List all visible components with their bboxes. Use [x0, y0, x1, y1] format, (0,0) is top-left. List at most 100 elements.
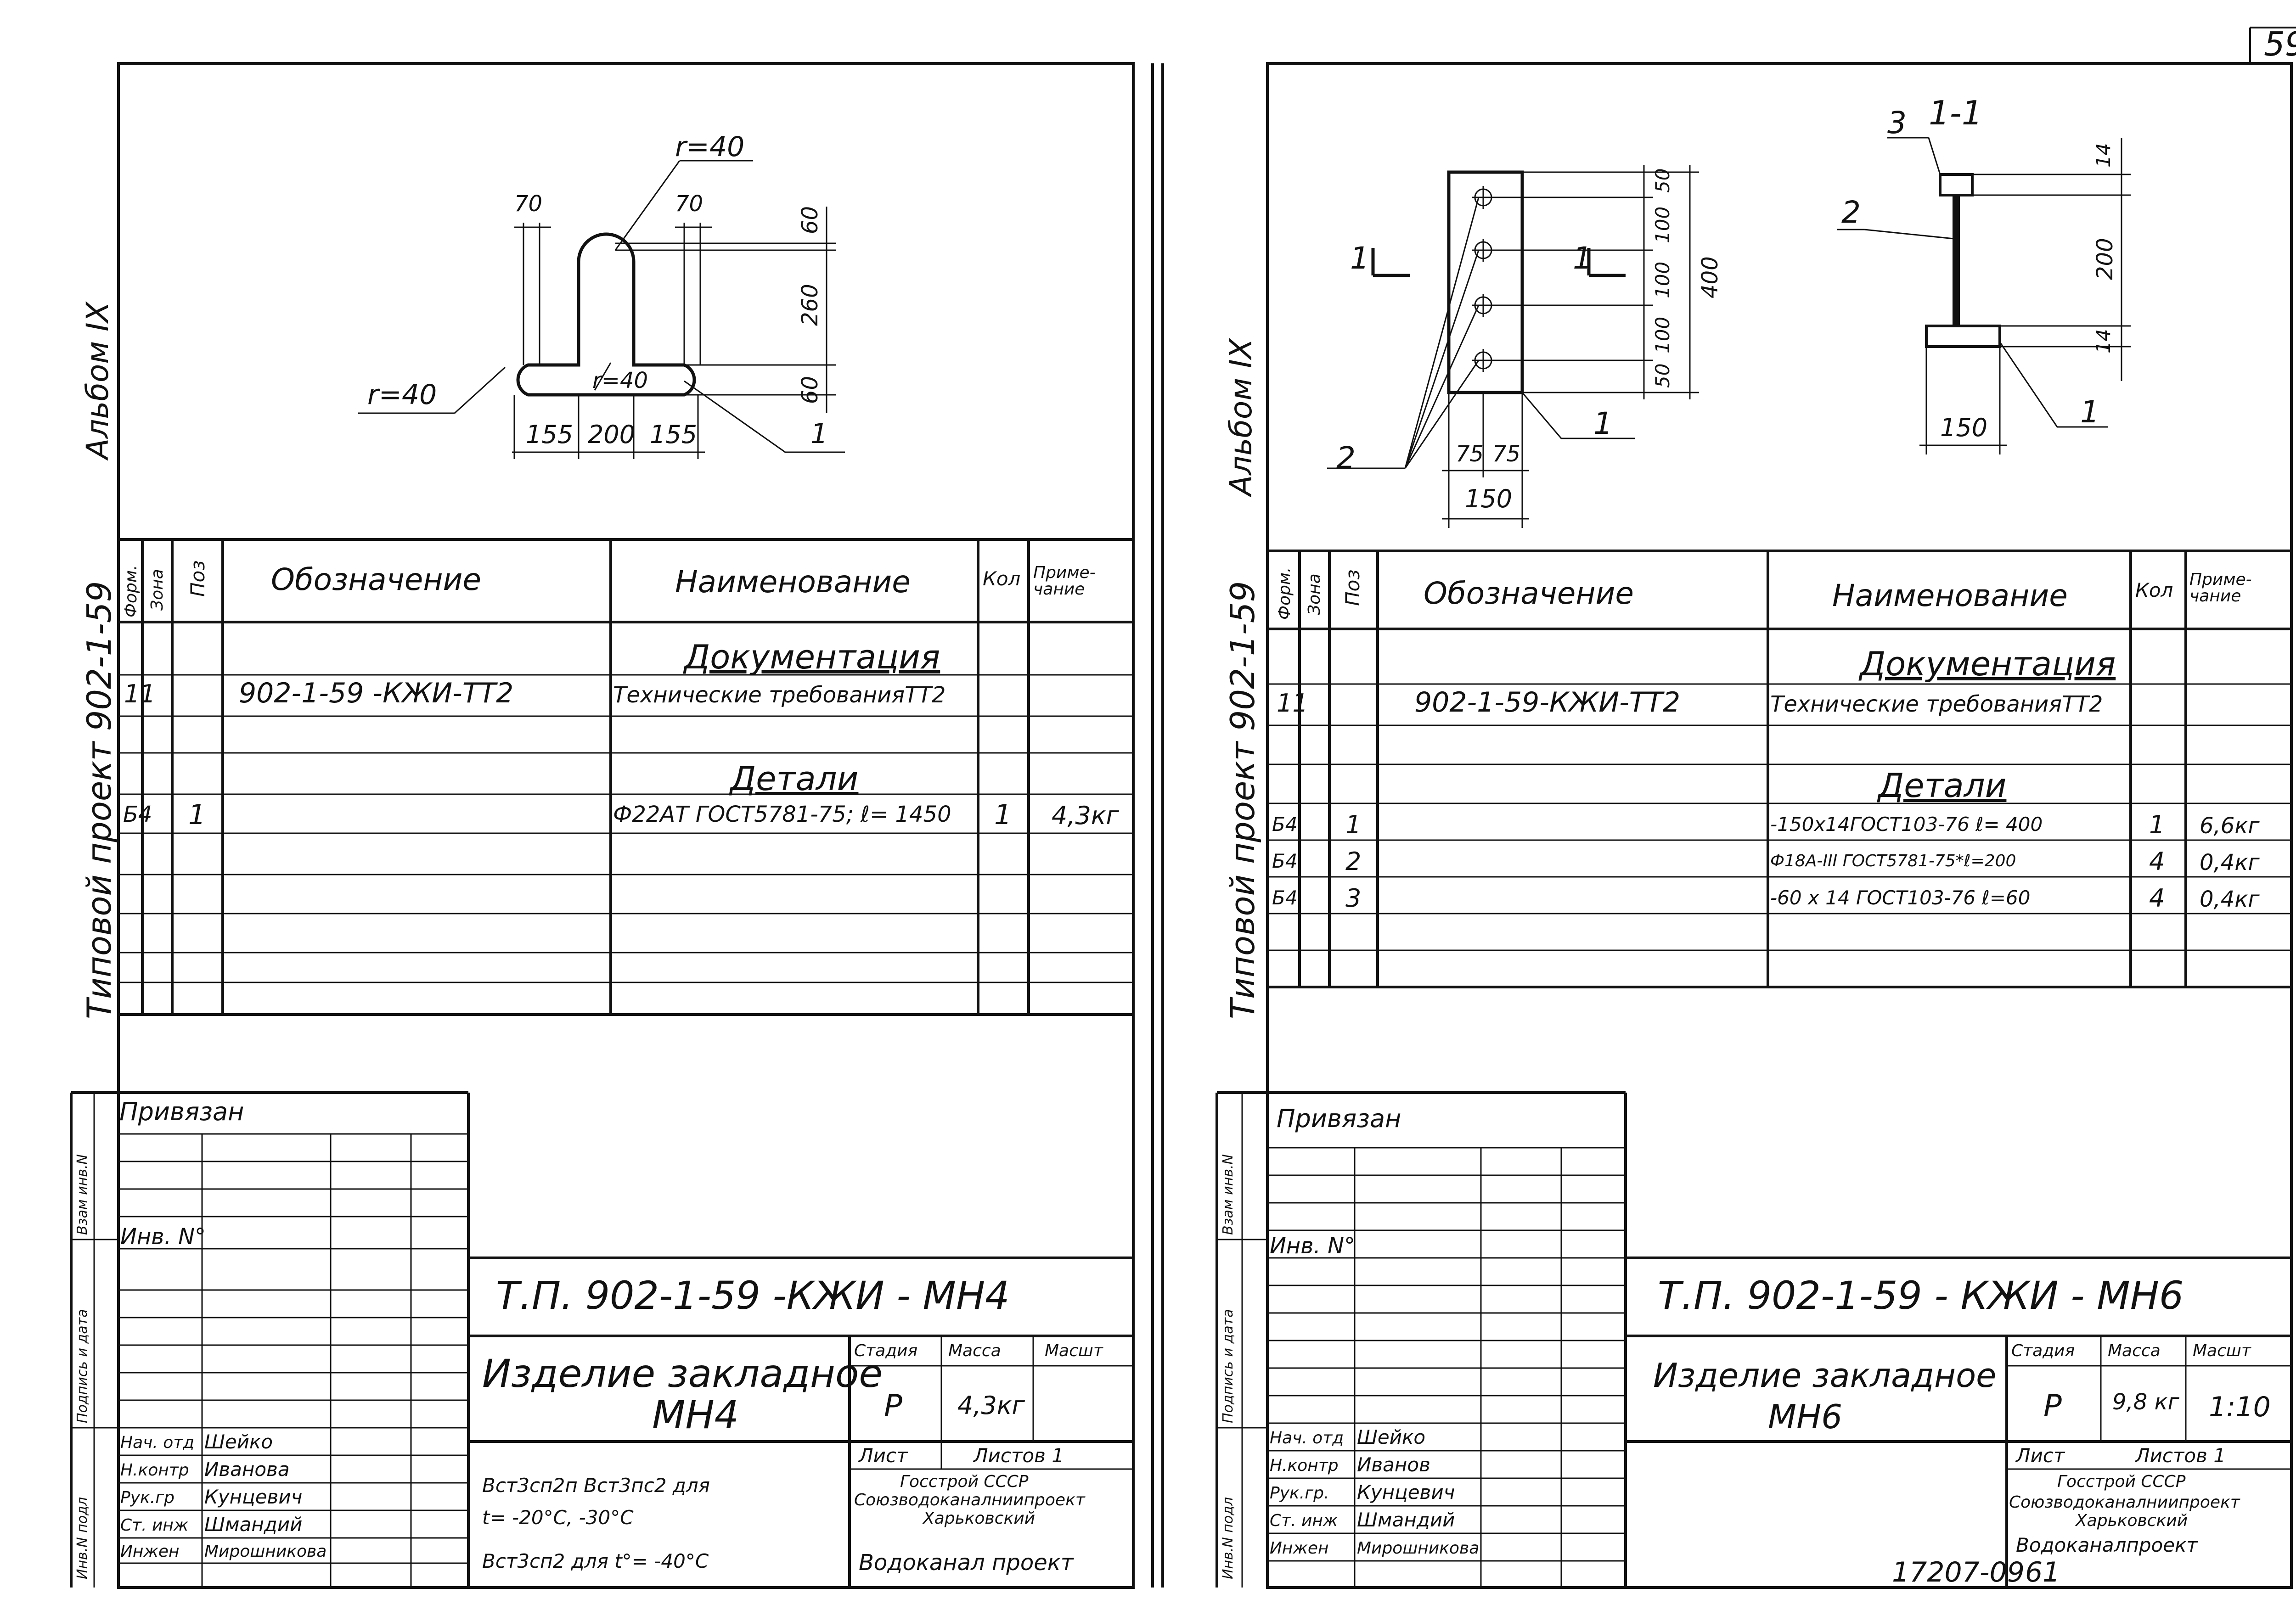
- right-linked-label: Привязан: [1277, 1104, 1401, 1133]
- right-scale-value: 1:10: [2209, 1391, 2271, 1423]
- right-row3-qty: 4: [2149, 884, 2165, 913]
- left-section-docs: Документация: [684, 638, 940, 676]
- label-pos-2-plate: 2: [1336, 440, 1356, 476]
- cut-mark-left: 1: [1350, 241, 1369, 276]
- footer-page: 61: [2025, 1556, 2060, 1588]
- dim-260: 260: [797, 284, 823, 326]
- left-row1-pos: 1: [188, 799, 206, 831]
- left-role-1: Нач. отд: [120, 1433, 195, 1452]
- left-mass-label: Масса: [948, 1341, 1001, 1360]
- left-role-5: Инжен: [120, 1542, 180, 1561]
- left-org-2: Союзводоканалниипроект: [854, 1491, 1085, 1509]
- left-header-qty: Кол: [983, 567, 1021, 590]
- left-linked-label: Привязан: [119, 1097, 244, 1126]
- right-project-label: Типовой проект 902-1-59: [1223, 581, 1262, 1019]
- dim-width-right: 70: [675, 191, 703, 217]
- left-header-pos: Поз: [186, 560, 209, 597]
- right-row3-format: Б4: [1272, 886, 1298, 909]
- right-section-parts: Детали: [1878, 766, 2007, 805]
- left-name-5: Мирошникова: [204, 1542, 327, 1561]
- plate-dim-50-top: 50: [1651, 168, 1674, 193]
- right-org-2: Союзводоканалниипроект: [2009, 1493, 2240, 1512]
- left-header-name: Наименование: [675, 564, 911, 600]
- cut-mark-right: 1: [1573, 241, 1592, 276]
- right-row2-note: 0,4кг: [2200, 850, 2260, 875]
- right-row2-qty: 4: [2149, 847, 2165, 876]
- left-role-2: Н.контр: [120, 1461, 189, 1480]
- left-header-zone: Зона: [148, 569, 167, 611]
- right-stage-value: Р: [2043, 1388, 2062, 1424]
- plate-dim-75-left: 75: [1456, 441, 1484, 467]
- left-row1-note: 4,3кг: [1052, 801, 1119, 830]
- right-stamp-title: Изделие закладное: [1653, 1356, 1997, 1395]
- right-row1-pos: 1: [1345, 810, 1362, 839]
- right-mass-value: 9,8 кг: [2112, 1389, 2179, 1415]
- footer-code: 17207-09: [1892, 1556, 2025, 1588]
- left-name-4: Шмандий: [204, 1513, 303, 1536]
- plate-dim-50-bottom: 50: [1651, 363, 1674, 388]
- right-name-1: Шейко: [1357, 1426, 1426, 1448]
- dim-radius-top: r=40: [675, 131, 745, 163]
- right-name-5: Мирошникова: [1357, 1539, 1480, 1558]
- right-row3-note: 0,4кг: [2200, 886, 2260, 912]
- right-stamp-code: Т.П. 902-1-59 - КЖИ - МН6: [1658, 1273, 2184, 1318]
- left-row1-name: Ф22АТ ГОСТ5781-75; ℓ= 1450: [613, 802, 951, 827]
- left-stage-label: Стадия: [854, 1341, 918, 1360]
- left-role-4: Ст. инж: [120, 1516, 189, 1535]
- left-row1-format: Б4: [123, 802, 152, 827]
- right-stamp-col-sign: Подпись и дата: [1220, 1309, 1236, 1424]
- right-row2-pos: 2: [1345, 847, 1362, 876]
- right-row3-name: -60 х 14 ГОСТ103-76 ℓ=60: [1770, 886, 2031, 909]
- left-material-1: Вст3сп2п Вст3пс2 для: [482, 1474, 710, 1497]
- plate-dim-75-right: 75: [1492, 441, 1521, 467]
- right-album-label: Альбом IX: [1223, 338, 1259, 496]
- right-stage-label: Стадия: [2011, 1341, 2075, 1360]
- section-dim-14-bottom: 14: [2092, 329, 2115, 353]
- right-role-3: Рук.гр.: [1270, 1484, 1329, 1503]
- right-section-docs: Документация: [1860, 645, 2116, 683]
- dim-60-top: 60: [797, 206, 823, 234]
- dim-width-left: 70: [514, 191, 543, 217]
- label-pos-1-plate: 1: [1593, 406, 1613, 441]
- right-name-2: Иванов: [1357, 1453, 1430, 1476]
- left-header-format: Форм.: [122, 565, 141, 617]
- left-header-note: Приме-чание: [1033, 563, 1096, 599]
- right-role-1: Нач. отд: [1270, 1429, 1344, 1447]
- left-section-parts: Детали: [730, 759, 859, 798]
- plate-dim-100-c: 100: [1651, 316, 1674, 353]
- right-header-note: Приме-чание: [2189, 570, 2252, 606]
- plate-drawing: [1327, 137, 2131, 528]
- left-stamp-code: Т.П. 902-1-59 -КЖИ - МН4: [496, 1273, 1010, 1318]
- right-org-1: Госстрой СССР: [2057, 1472, 2186, 1491]
- section-dim-150: 150: [1940, 413, 1988, 442]
- right-stamp-mark: МН6: [1768, 1397, 1843, 1436]
- right-row3-pos: 3: [1345, 884, 1362, 913]
- right-stamp-col-inv: Инв.N подл: [1220, 1497, 1236, 1579]
- right-header-name: Наименование: [1832, 578, 2068, 613]
- section-dim-14-top: 14: [2092, 143, 2115, 168]
- dim-155-right: 155: [650, 420, 698, 449]
- dim-200: 200: [588, 420, 636, 449]
- right-row1-format: Б4: [1272, 813, 1298, 836]
- left-stamp-col-replace: Взам инв.N: [74, 1154, 90, 1235]
- left-docs-format: 11: [124, 679, 156, 708]
- left-stamp-col-sign: Подпись и дата: [74, 1309, 90, 1424]
- left-inv-label: Инв. N°: [120, 1224, 206, 1250]
- left-sheet-label: Лист: [859, 1444, 908, 1467]
- left-name-1: Шейко: [204, 1430, 273, 1453]
- right-docs-format: 11: [1277, 689, 1308, 718]
- right-header-qty: Кол: [2135, 579, 2173, 601]
- label-pos-1: 1: [810, 418, 828, 450]
- right-mass-label: Масса: [2108, 1341, 2161, 1360]
- right-row1-note: 6,6кг: [2200, 813, 2260, 839]
- page-number: 59: [2264, 25, 2296, 63]
- anchor-bar-drawing: [358, 160, 845, 459]
- label-pos-3: 3: [1887, 105, 1907, 140]
- right-row1-qty: 1: [2149, 810, 2165, 839]
- left-stamp-mark: МН4: [652, 1392, 739, 1437]
- right-stamp-col-replace: Взам инв.N: [1220, 1154, 1236, 1235]
- section-label: 1-1: [1929, 94, 1983, 132]
- left-project-label: Типовой проект 902-1-59: [80, 581, 118, 1019]
- label-pos-2-section: 2: [1841, 195, 1861, 230]
